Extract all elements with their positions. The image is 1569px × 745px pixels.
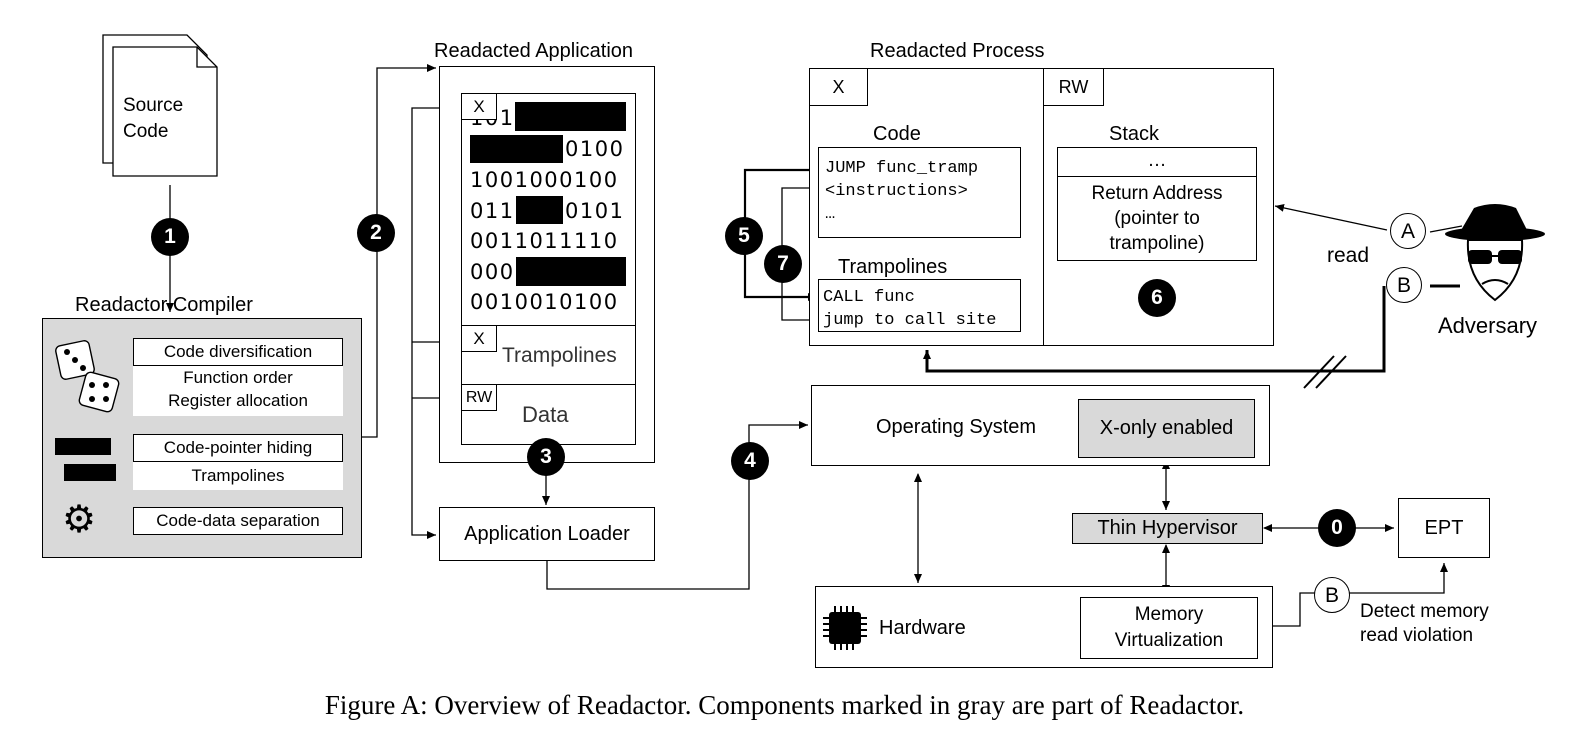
application-loader-box: Application Loader: [439, 507, 655, 561]
memory-virtualization-box: Memory Virtualization: [1080, 597, 1258, 659]
stack-top-entry: …: [1147, 150, 1167, 171]
code-line: <instructions>: [825, 182, 968, 201]
source-code-document: [102, 34, 218, 177]
section-divider: [461, 384, 636, 385]
thin-hypervisor-box: Thin Hypervisor: [1072, 513, 1263, 544]
binary-line: 0010010100: [470, 290, 619, 314]
binary-line: 1001000100: [470, 168, 619, 192]
adversary-label: Adversary: [1438, 313, 1538, 338]
process-title: Readacted Process: [870, 40, 1045, 62]
redacted-block: [470, 135, 563, 163]
process-divider: [1043, 68, 1044, 346]
application-data-label: Data: [522, 402, 569, 427]
binary-line: 0011011110: [470, 229, 619, 253]
code-box: JUMP func_tramp <instructions> …: [818, 147, 1021, 238]
trampoline-line: CALL func: [823, 288, 915, 307]
read-label: read: [1327, 244, 1370, 267]
redaction-bar-icon: [55, 438, 111, 455]
binary-line: 000: [470, 260, 515, 284]
return-address-entry: Return Address (pointer to trampoline): [1091, 183, 1223, 254]
hardware-label: Hardware: [879, 617, 966, 639]
attack-b-marker: B: [1386, 267, 1422, 303]
step-4-marker: 4: [731, 442, 769, 480]
step-5-marker: 5: [725, 217, 763, 255]
redacted-block: [515, 102, 626, 131]
trampoline-line: jump to call site: [823, 311, 997, 330]
stack-title: Stack: [1109, 123, 1160, 145]
application-title: Readacted Application: [434, 40, 634, 62]
detect-label: Detect memory read violation: [1360, 601, 1489, 646]
trampolines-title: Trampolines: [838, 256, 948, 278]
code-x-tag: X: [461, 93, 497, 120]
arrow-code-to-loader: [411, 107, 461, 539]
operating-system-label: Operating System: [876, 416, 1037, 438]
binary-line: 011: [470, 199, 515, 223]
arrow-compiler-to-application: [362, 64, 436, 438]
code-line: …: [825, 205, 836, 224]
detect-b-marker: B: [1314, 577, 1350, 613]
arrow-memvirt-to-ept: [1258, 563, 1448, 627]
stack-box: [1057, 147, 1257, 261]
trampolines-x-tag: X: [461, 325, 497, 352]
arrow-loader-to-os: [546, 421, 808, 590]
step-6-marker: 6: [1138, 279, 1176, 317]
redaction-bar-icon: [64, 464, 116, 481]
gear-icon: ⚙: [62, 499, 97, 541]
section-divider: [461, 325, 636, 326]
process-x-tag: X: [809, 68, 868, 106]
data-rw-tag: RW: [461, 384, 497, 411]
stack-divider: [1057, 176, 1257, 177]
binary-line: 0100: [565, 137, 625, 161]
step-1-marker: 1: [151, 218, 189, 256]
step-3-marker: 3: [527, 438, 565, 476]
x-only-enabled-box: X-only enabled: [1078, 399, 1255, 458]
code-data-separation-box: Code-data separation: [133, 507, 343, 535]
arrow-adversary-b: [923, 286, 1386, 373]
process-rw-tag: RW: [1043, 68, 1104, 106]
attack-a-marker: A: [1390, 213, 1426, 249]
adversary-icon: [1445, 204, 1545, 302]
code-pointer-hiding-box: Code-pointer hiding: [133, 434, 343, 462]
step-0-marker: 0: [1318, 509, 1356, 547]
source-code-label: Source Code: [123, 95, 184, 142]
step-7-marker: 7: [764, 245, 802, 283]
trampolines-box: CALL func jump to call site: [818, 279, 1021, 332]
code-pointer-hiding-details: Trampolines: [133, 462, 343, 490]
step-2-marker: 2: [357, 214, 395, 252]
redacted-block: [516, 196, 563, 224]
dice-icon: [55, 340, 120, 413]
figure-caption: Figure A: Overview of Readactor. Compone…: [324, 690, 1245, 720]
application-trampolines-label: Trampolines: [502, 344, 617, 367]
arrow-adversary-read: [1274, 203, 1388, 231]
code-diversification-box: Code diversification: [133, 338, 343, 366]
compiler-title: Readactor Compiler: [75, 294, 253, 316]
code-line: JUMP func_tramp: [825, 159, 979, 178]
binary-line: 0101: [565, 199, 625, 223]
code-diversification-details: Function order Register allocation: [133, 366, 343, 416]
ept-box: EPT: [1398, 498, 1490, 558]
redacted-block: [516, 257, 626, 286]
chip-icon: [823, 606, 867, 650]
code-title: Code: [873, 123, 921, 145]
